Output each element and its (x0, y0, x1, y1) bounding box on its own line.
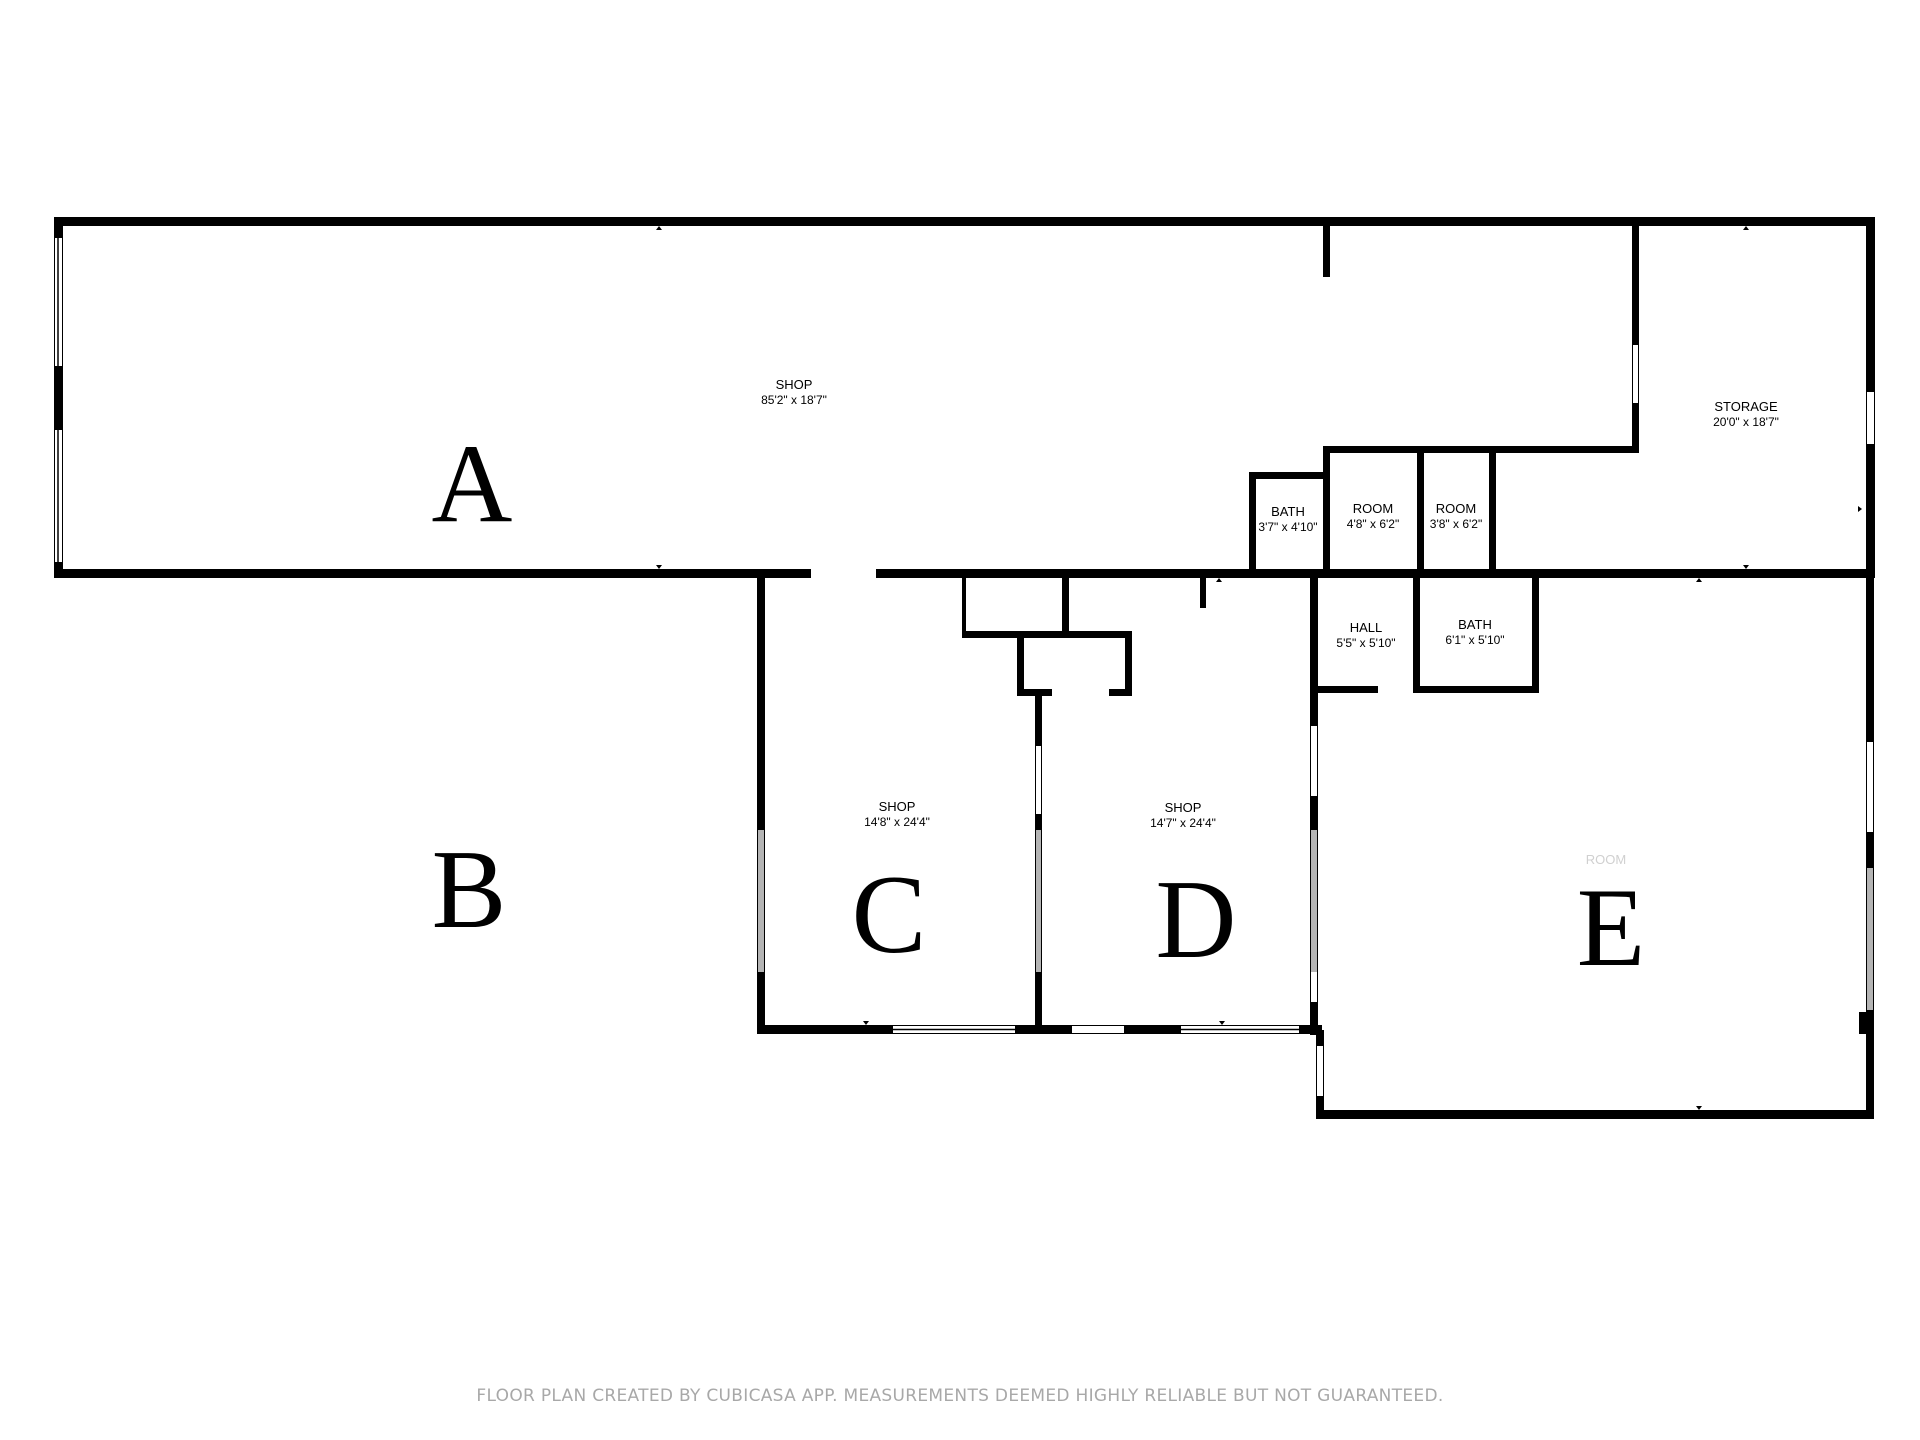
building-lower-walls (757, 569, 1874, 1119)
room-label-room-1: ROOM 4'8" x 6'2" (1347, 501, 1399, 531)
room-name: SHOP (879, 799, 916, 814)
room-name: HALL (1350, 620, 1383, 635)
room-label-room-2: ROOM 3'8" x 6'2" (1430, 501, 1482, 531)
room-name: ROOM (1353, 501, 1393, 516)
room-label-shop-c: SHOP 14'8" x 24'4" (864, 799, 930, 829)
section-letter-d: D (1156, 858, 1237, 982)
room-dims: 3'7" x 4'10" (1258, 520, 1317, 534)
room-label-bath-2: BATH 6'1" x 5'10" (1445, 617, 1504, 647)
room-name: BATH (1458, 617, 1492, 632)
room-dims: 3'8" x 6'2" (1430, 517, 1482, 531)
section-letter-c: C (852, 853, 927, 977)
room-dims: 6'1" x 5'10" (1445, 633, 1504, 647)
wall-markers (656, 226, 1862, 1110)
section-letter-e: E (1577, 866, 1645, 990)
room-label-shop-d: SHOP 14'7" x 24'4" (1150, 800, 1216, 830)
room-dims: 5'5" x 5'10" (1336, 636, 1395, 650)
room-label-hall: HALL 5'5" x 5'10" (1336, 620, 1395, 650)
room-dims: 20'0" x 18'7" (1713, 415, 1779, 429)
section-letter-b: B (432, 828, 507, 952)
room-name: ROOM (1586, 852, 1626, 867)
room-name: BATH (1271, 504, 1305, 519)
room-dims: 14'8" x 24'4" (864, 815, 930, 829)
room-name: ROOM (1436, 501, 1476, 516)
room-dims: 14'7" x 24'4" (1150, 816, 1216, 830)
room-label-room-e: ROOM (1586, 852, 1626, 867)
section-letter-a: A (432, 422, 513, 546)
room-label-bath-1: BATH 3'7" x 4'10" (1258, 504, 1317, 534)
room-name: SHOP (1165, 800, 1202, 815)
disclaimer-footer: FLOOR PLAN CREATED BY CUBICASA APP. MEAS… (476, 1386, 1444, 1406)
room-dims: 4'8" x 6'2" (1347, 517, 1399, 531)
room-label-shop-a: SHOP 85'2" x 18'7" (761, 377, 827, 407)
room-name: STORAGE (1714, 399, 1778, 414)
room-dims: 85'2" x 18'7" (761, 393, 827, 407)
room-name: SHOP (776, 377, 813, 392)
room-label-storage: STORAGE 20'0" x 18'7" (1713, 399, 1779, 429)
building-upper-walls (54, 217, 1875, 578)
